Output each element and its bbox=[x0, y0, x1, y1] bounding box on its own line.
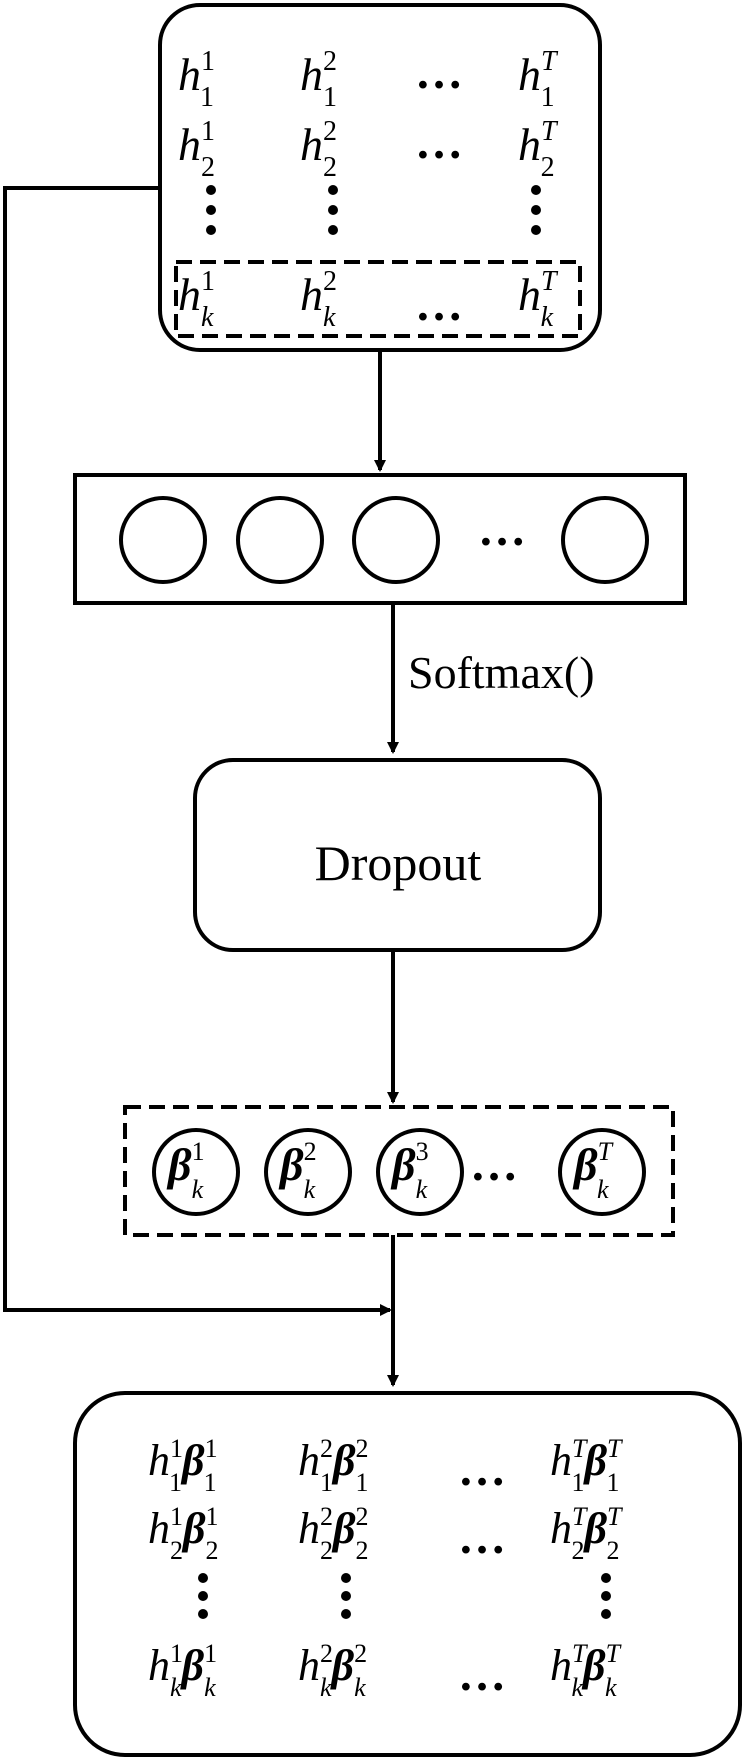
dropout-block: Dropout bbox=[193, 758, 602, 952]
matrix-ellipsis: … bbox=[415, 116, 463, 169]
neuron-layer: … bbox=[73, 473, 687, 605]
attention-weight-node bbox=[152, 1128, 240, 1216]
neuron bbox=[352, 496, 440, 584]
beta-ellipsis: … bbox=[470, 1138, 518, 1191]
matrix-ellipsis: … bbox=[415, 46, 463, 99]
weighted-output-matrix-border bbox=[73, 1391, 742, 1757]
skip-connection bbox=[3, 186, 392, 1316]
attention-weight-layer-border bbox=[123, 1105, 675, 1237]
neuron bbox=[236, 496, 324, 584]
output-ellipsis: … bbox=[458, 1443, 506, 1496]
neuron bbox=[561, 496, 649, 584]
matrix-ellipsis: … bbox=[415, 278, 463, 331]
neuron-ellipsis: … bbox=[478, 503, 526, 556]
dropout-label: Dropout bbox=[315, 835, 482, 891]
selected-row-highlight bbox=[174, 260, 582, 338]
dropout-box bbox=[193, 758, 602, 952]
vertical-dots bbox=[206, 185, 541, 235]
neuron-layer-border bbox=[73, 473, 687, 605]
softmax-label: Softmax() bbox=[408, 647, 595, 698]
attention-weight-node bbox=[558, 1128, 646, 1216]
neuron bbox=[119, 496, 207, 584]
output-vertical-dots bbox=[198, 1573, 611, 1619]
attention-weight-node bbox=[376, 1128, 464, 1216]
attention-weight-node bbox=[264, 1128, 352, 1216]
output-ellipsis: … bbox=[458, 1511, 506, 1564]
output-ellipsis: … bbox=[458, 1648, 506, 1701]
